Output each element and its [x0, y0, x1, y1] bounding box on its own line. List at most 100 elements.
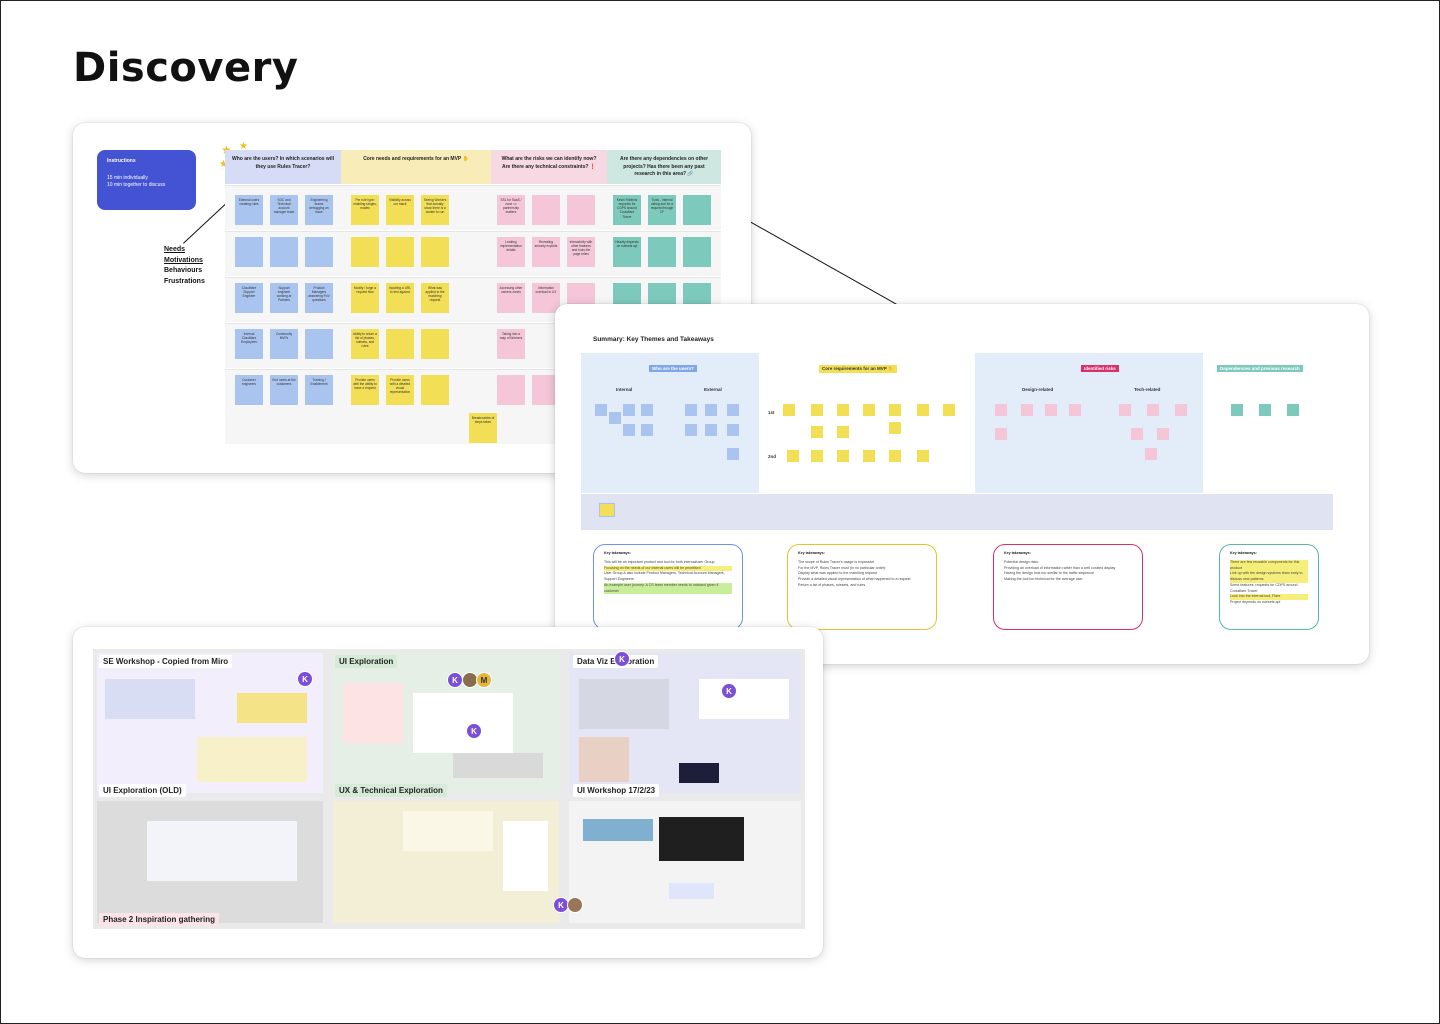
user-avatar[interactable]: K [466, 723, 482, 739]
sticky-note[interactable]: Inputting a URL to test against [386, 283, 414, 313]
sticky-note[interactable] [995, 404, 1007, 416]
sticky-note[interactable] [685, 424, 697, 436]
sticky-note[interactable]: Modify / forge a request flow [351, 283, 379, 313]
sticky-note[interactable] [351, 237, 379, 267]
sticky-note[interactable] [1131, 428, 1143, 440]
sticky-note[interactable] [1157, 428, 1169, 440]
board-ui-exploration[interactable] [333, 653, 559, 793]
sticky-note[interactable]: Training / Enablement [305, 375, 333, 405]
takeaway-card-users[interactable]: Key takeaways: This will be an important… [593, 544, 743, 630]
sticky-note[interactable] [727, 404, 739, 416]
sticky-note[interactable] [1069, 404, 1081, 416]
sticky-note[interactable]: Revealing security exploits [532, 237, 560, 267]
sticky-note[interactable] [1287, 404, 1299, 416]
sticky-note[interactable] [532, 195, 560, 225]
user-avatar[interactable]: K [614, 651, 630, 667]
sticky-note[interactable]: Information overload in UX [532, 283, 560, 313]
sticky-note[interactable] [783, 404, 795, 416]
sticky-note[interactable] [1147, 404, 1159, 416]
sticky-note[interactable] [386, 329, 414, 359]
sticky-note[interactable] [648, 237, 676, 267]
sticky-note[interactable]: Support engineer working at Partners [270, 283, 298, 313]
sticky-note[interactable] [837, 450, 849, 462]
takeaway-card-risks[interactable]: Key takeaways: Potential design risks: P… [993, 544, 1143, 630]
sticky-note[interactable]: Community MVPs [270, 329, 298, 359]
sticky-note[interactable] [1045, 404, 1057, 416]
user-avatar[interactable]: K [721, 683, 737, 699]
sticky-note[interactable] [235, 237, 263, 267]
sticky-note[interactable] [705, 404, 717, 416]
sticky-note[interactable] [305, 329, 333, 359]
summary-board-card[interactable]: Summary: Key Themes and Takeaways Who ar… [555, 304, 1369, 664]
board-ui-workshop[interactable] [569, 801, 801, 923]
board-label-se-workshop[interactable]: SE Workshop - Copied from Miro [99, 655, 233, 668]
sticky-note[interactable] [943, 404, 955, 416]
sticky-note[interactable] [623, 404, 635, 416]
sticky-note[interactable] [683, 237, 711, 267]
board-ui-exploration-old[interactable] [97, 801, 323, 923]
sticky-note[interactable] [683, 195, 711, 225]
sticky-note[interactable] [1259, 404, 1271, 416]
sticky-note[interactable] [609, 412, 621, 424]
sticky-note[interactable] [1231, 404, 1243, 416]
user-avatar[interactable]: K [447, 672, 463, 688]
sticky-note[interactable] [641, 404, 653, 416]
board-label-ui-workshop[interactable]: UI Workshop 17/2/23 [573, 784, 660, 797]
sticky-note[interactable] [917, 450, 929, 462]
sticky-note[interactable] [811, 426, 823, 438]
takeaway-card-mvp[interactable]: Key takeaways: The scope of Rules Tracer… [787, 544, 937, 630]
user-avatar[interactable]: K [553, 897, 569, 913]
takeaway-card-deps[interactable]: Key takeaways: There are few reusable co… [1219, 544, 1319, 630]
sticky-note[interactable]: Breadcrumbs of steps taken [469, 413, 497, 443]
sticky-note[interactable] [917, 404, 929, 416]
sticky-note[interactable] [421, 375, 449, 405]
sticky-note[interactable] [305, 237, 333, 267]
sticky-note[interactable] [623, 424, 635, 436]
sticky-note[interactable]: Provide users with a detailed visual rep… [386, 375, 414, 405]
sticky-note[interactable] [1119, 404, 1131, 416]
board-label-ui-exploration[interactable]: UI Exploration [335, 655, 398, 668]
sticky-note[interactable]: Customer engineers [235, 375, 263, 405]
sticky-note[interactable]: Cloudflare Support Engineer [235, 283, 263, 313]
sticky-note[interactable] [599, 503, 615, 517]
sticky-note[interactable] [421, 237, 449, 267]
user-avatar[interactable]: K [297, 671, 313, 687]
sticky-note[interactable]: Interactivity with other features and to… [567, 237, 595, 267]
sticky-note[interactable] [705, 424, 717, 436]
sticky-note[interactable] [567, 195, 595, 225]
sticky-note[interactable]: Product Managers answering PoV questions [305, 283, 333, 313]
sticky-note[interactable] [863, 404, 875, 416]
sticky-note[interactable] [641, 424, 653, 436]
sticky-note[interactable]: Provide users with the ability to trace … [351, 375, 379, 405]
sticky-note[interactable] [1145, 448, 1157, 460]
sticky-note[interactable]: Taking into a map of Workers [497, 329, 525, 359]
sticky-note[interactable] [811, 450, 823, 462]
sticky-note[interactable] [787, 450, 799, 462]
sticky-note[interactable] [837, 426, 849, 438]
board-label-ux-technical[interactable]: UX & Technical Exploration [335, 784, 447, 797]
sticky-note[interactable] [270, 237, 298, 267]
sticky-note[interactable]: Internal Cloudflare Employees [235, 329, 263, 359]
board-label-ui-exploration-old[interactable]: UI Exploration (OLD) [99, 784, 186, 797]
sticky-note[interactable]: Accessing other owners zones [497, 283, 525, 313]
sticky-note[interactable] [595, 404, 607, 416]
board-se-workshop[interactable] [97, 653, 323, 793]
sticky-note[interactable] [685, 404, 697, 416]
sticky-note[interactable] [1021, 404, 1033, 416]
sticky-note[interactable]: Engineering teams debugging an issue [305, 195, 333, 225]
sticky-note[interactable]: Leaking implementation details [497, 237, 525, 267]
user-avatar[interactable] [567, 897, 583, 913]
sticky-note[interactable] [811, 404, 823, 416]
sticky-note[interactable] [497, 375, 525, 405]
sticky-note[interactable]: Kevin Robbins requests for CDPS around C… [613, 195, 641, 225]
sticky-note[interactable] [1175, 404, 1187, 416]
sticky-note[interactable]: Heavily depends on rulesets api [613, 237, 641, 267]
sticky-note[interactable]: External users creating rules [235, 195, 263, 225]
sticky-note[interactable]: SOC and Technical account manager team [270, 195, 298, 225]
sticky-note[interactable] [863, 450, 875, 462]
sticky-note[interactable] [727, 424, 739, 436]
sticky-note[interactable] [995, 428, 1007, 440]
sticky-note[interactable]: Per rule type: enabling ranges, modes [351, 195, 379, 225]
sticky-note[interactable]: End users at the customers [270, 375, 298, 405]
board-data-viz[interactable] [569, 653, 801, 793]
